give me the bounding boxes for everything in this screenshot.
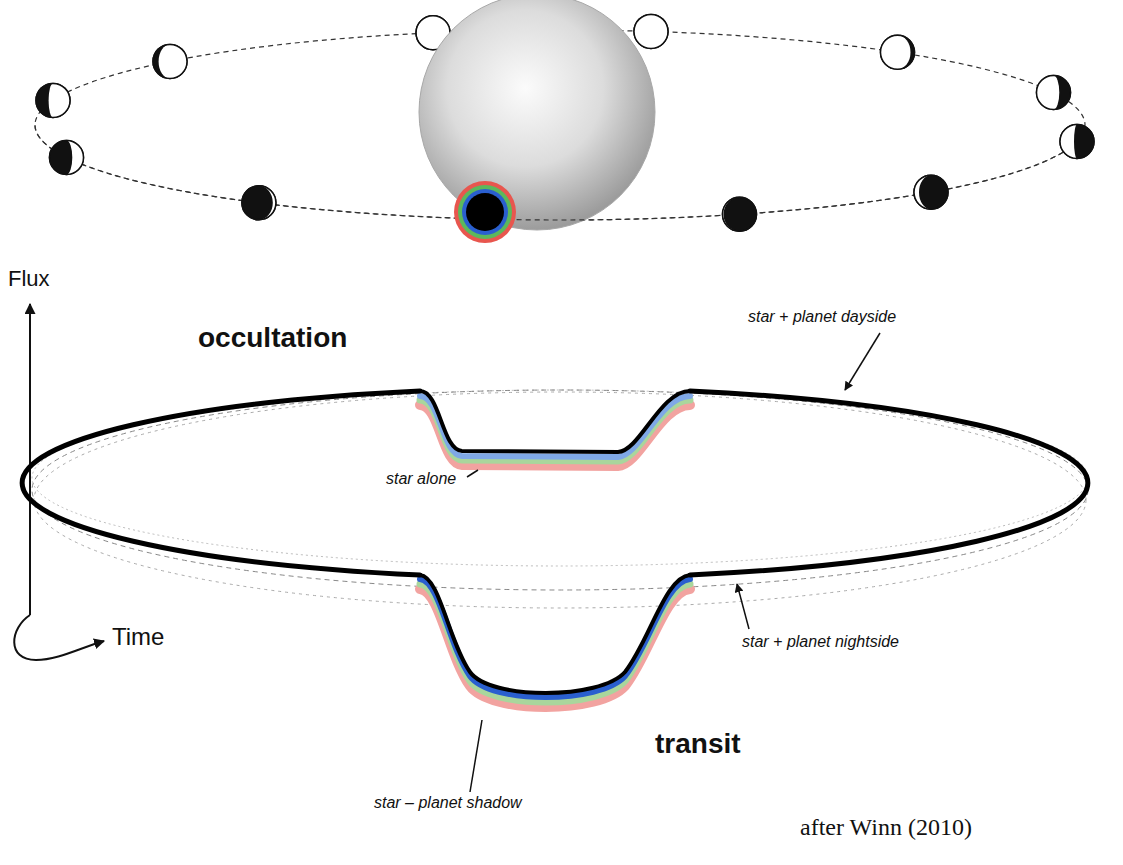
time-axis	[14, 615, 104, 660]
source-caption: after Winn (2010)	[800, 814, 972, 842]
leader-lines	[467, 333, 880, 792]
flux-axis	[29, 304, 31, 615]
colored-dips	[420, 396, 690, 707]
event-label: transit	[655, 728, 741, 760]
perspective-ellipses	[32, 390, 1088, 608]
curve-note: star – planet shadow	[372, 794, 524, 812]
planet-phases-front	[50, 125, 1095, 232]
curve-note: star + planet nightside	[742, 633, 899, 651]
axis-label: Time	[112, 623, 164, 651]
curve-note: star + planet dayside	[748, 308, 896, 326]
event-label: occultation	[198, 322, 347, 354]
light-curve	[22, 391, 1088, 693]
axis-label: Flux	[8, 266, 50, 291]
orbit-front	[35, 125, 1085, 220]
transiting-planet	[454, 181, 516, 243]
curve-note: star alone	[384, 470, 458, 488]
star	[419, 0, 655, 230]
